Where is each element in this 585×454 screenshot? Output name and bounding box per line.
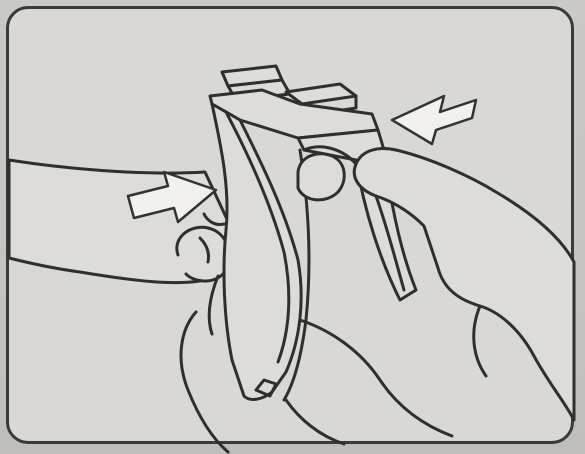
press-arrow-right-icon: [390, 94, 478, 146]
lower-left-hand: [179, 274, 230, 454]
left-hand: [7, 158, 236, 285]
cartridge: [208, 64, 418, 402]
right-hand: [284, 145, 576, 446]
press-arrow-left-icon: [126, 170, 218, 224]
